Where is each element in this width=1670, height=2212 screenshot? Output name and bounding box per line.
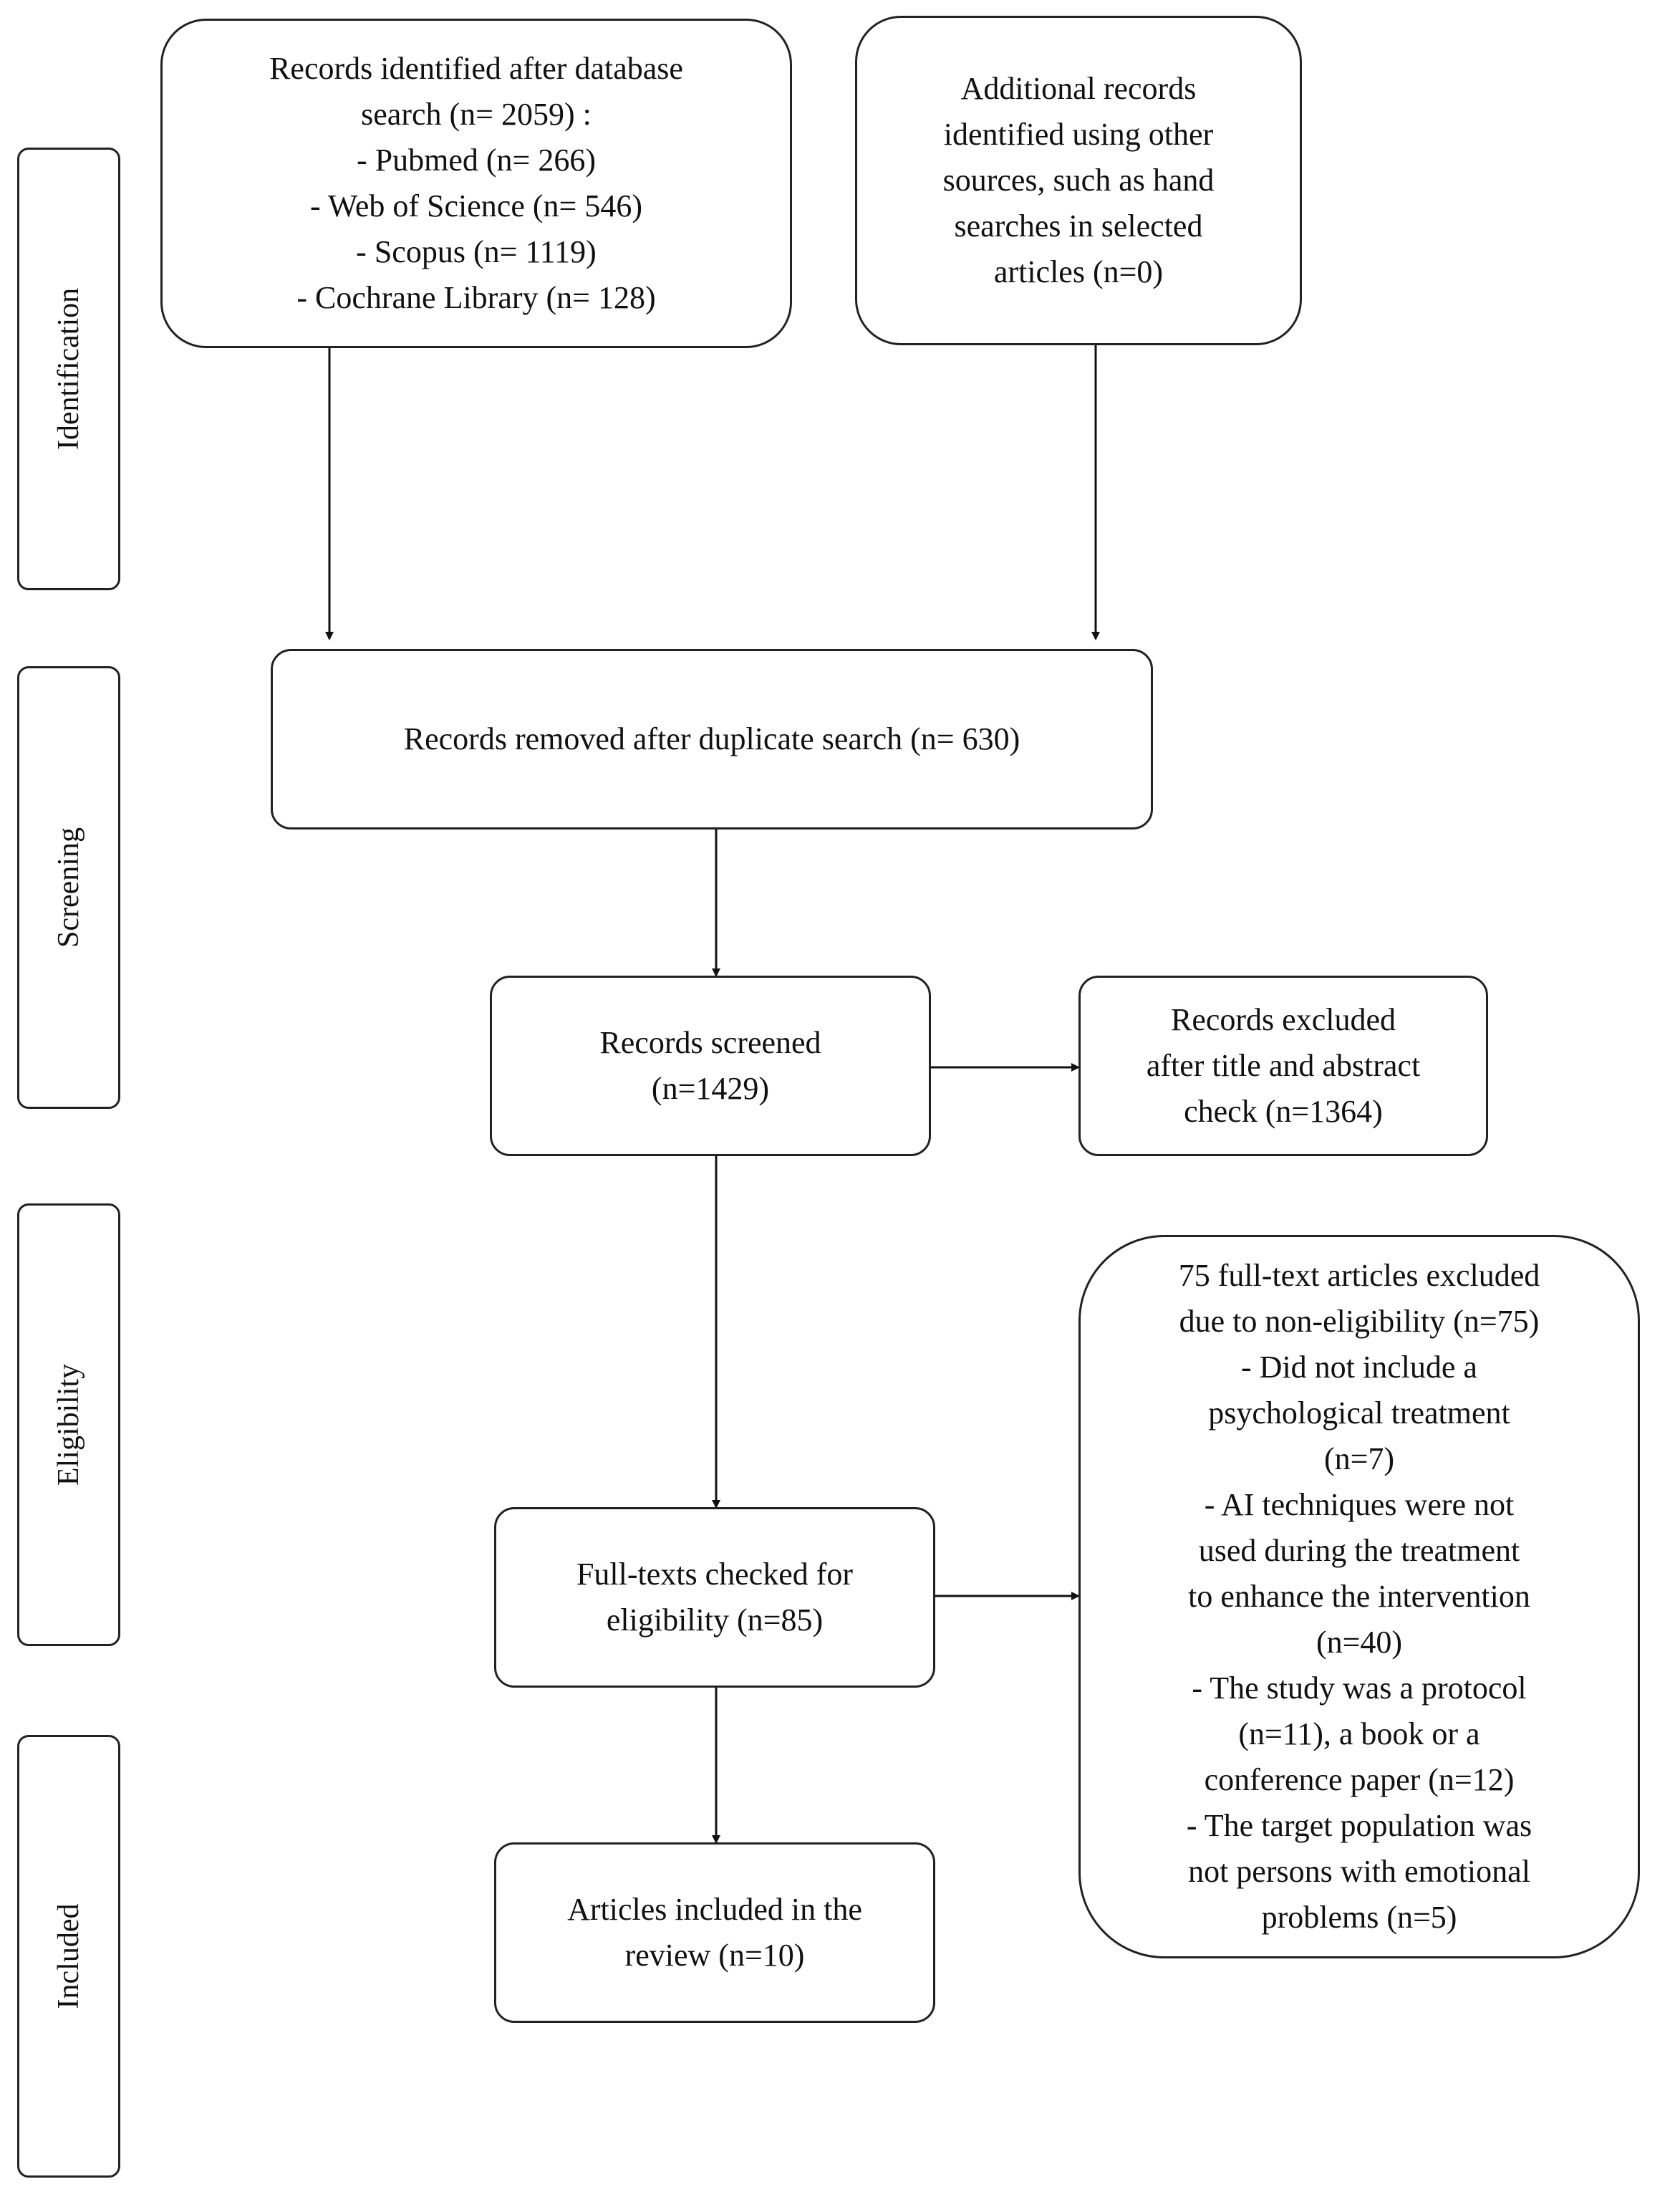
full-text-excluded-line: psychological treatment	[1208, 1395, 1510, 1430]
full-text-checked-line: eligibility (n=85)	[606, 1602, 824, 1638]
stage-screening: Screening	[17, 666, 120, 1109]
excluded-title-abstract-line: after title and abstract	[1146, 1048, 1421, 1083]
stage-identification: Identification	[17, 148, 120, 590]
full-text-excluded-line: used during the treatment	[1198, 1533, 1520, 1568]
included-articles-line: review (n=10)	[624, 1938, 805, 1973]
full-text-excluded-line: 75 full-text articles excluded	[1178, 1258, 1540, 1293]
box-included-articles: Articles included in the review (n=10)	[494, 1842, 935, 2023]
box-records-screened: Records screened (n=1429)	[490, 976, 931, 1156]
database-search-line: - Scopus (n= 1119)	[356, 234, 597, 269]
box-other-sources: Additional records identified using othe…	[855, 16, 1302, 345]
full-text-excluded-line: (n=11), a book or a	[1238, 1716, 1480, 1751]
full-text-excluded-line: to enhance the intervention	[1188, 1579, 1530, 1614]
other-sources-line: identified using other	[943, 117, 1214, 152]
full-text-excluded-line: (n=7)	[1323, 1441, 1395, 1476]
box-excluded-title-abstract: Records excluded after title and abstrac…	[1078, 976, 1488, 1156]
full-text-excluded-line: - The target population was	[1186, 1808, 1533, 1843]
box-full-text-excluded: 75 full-text articles excluded due to no…	[1078, 1235, 1640, 1958]
excluded-title-abstract-line: check (n=1364)	[1184, 1094, 1383, 1129]
duplicates-removed-text: Records removed after duplicate search (…	[403, 721, 1020, 756]
box-full-text-checked: Full-texts checked for eligibility (n=85…	[494, 1507, 935, 1688]
full-text-checked-line: Full-texts checked for	[576, 1557, 854, 1592]
full-text-excluded-line: due to non-eligibility (n=75)	[1179, 1304, 1540, 1339]
full-text-excluded-line: - AI techniques were not	[1204, 1487, 1515, 1522]
database-search-line: - Web of Science (n= 546)	[310, 188, 642, 223]
stage-eligibility: Eligibility	[17, 1203, 120, 1646]
records-screened-line: Records screened	[599, 1025, 821, 1060]
other-sources-line: articles (n=0)	[993, 254, 1164, 289]
full-text-excluded-line: - The study was a protocol	[1192, 1670, 1527, 1706]
stage-included: Included	[17, 1735, 120, 2178]
other-sources-line: searches in selected	[954, 208, 1203, 244]
full-text-excluded-line: (n=40)	[1316, 1625, 1403, 1660]
records-screened-line: (n=1429)	[651, 1071, 770, 1106]
excluded-title-abstract-line: Records excluded	[1170, 1002, 1396, 1037]
box-duplicates-removed: Records removed after duplicate search (…	[271, 649, 1153, 830]
other-sources-line: Additional records	[960, 71, 1197, 106]
full-text-excluded-line: not persons with emotional	[1188, 1854, 1530, 1889]
database-search-line: - Pubmed (n= 266)	[357, 143, 596, 178]
database-search-line: Records identified after database	[269, 51, 683, 86]
full-text-excluded-line: conference paper (n=12)	[1204, 1762, 1515, 1797]
other-sources-line: sources, such as hand	[942, 163, 1215, 198]
box-database-search: Records identified after database search…	[160, 19, 792, 348]
full-text-excluded-line: - Did not include a	[1241, 1350, 1477, 1385]
database-search-line: search (n= 2059) :	[361, 97, 592, 132]
full-text-excluded-line: problems (n=5)	[1261, 1900, 1457, 1935]
database-search-line: - Cochrane Library (n= 128)	[296, 280, 656, 315]
included-articles-line: Articles included in the	[567, 1892, 862, 1927]
